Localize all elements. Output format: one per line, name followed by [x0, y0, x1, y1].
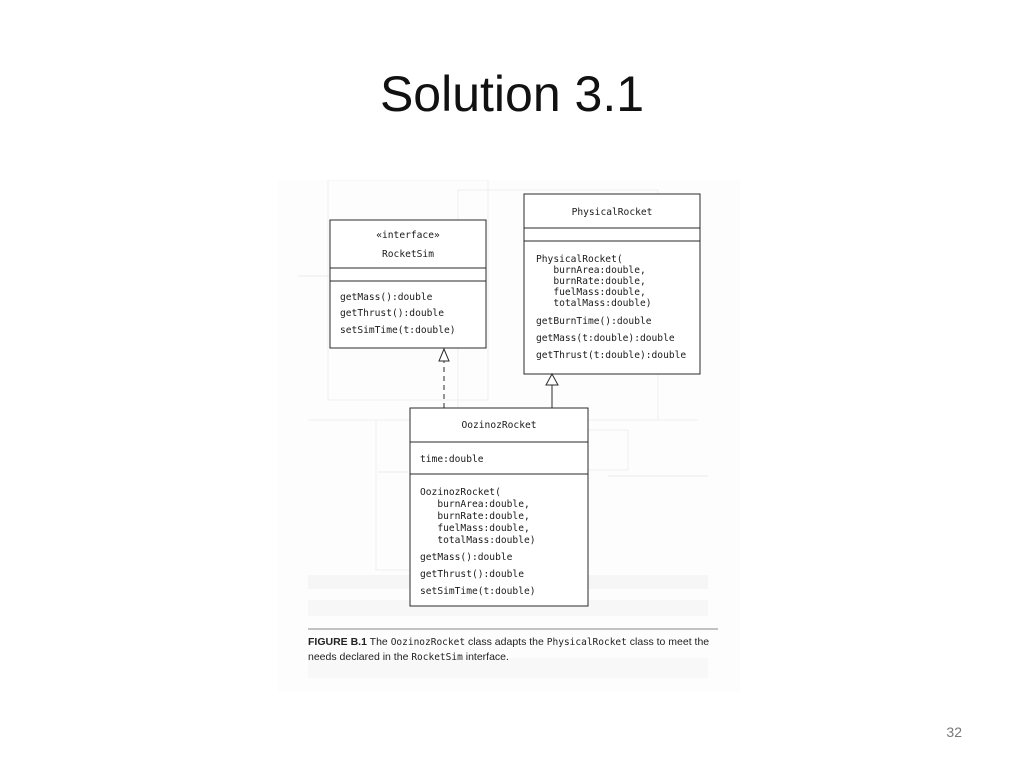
oozinoz-rocket-attribute: time:double: [420, 454, 484, 465]
oozinoz-rocket-member: getMass():double: [420, 552, 513, 563]
oozinoz-rocket-member: setSimTime(t:double): [420, 586, 536, 597]
rocket-sim-method: getThrust():double: [340, 308, 444, 319]
physical-rocket-member: getThrust(t:double):double: [536, 350, 686, 361]
generalization-arrow: [545, 372, 559, 408]
oozinoz-rocket-member: burnRate:double,: [420, 511, 530, 522]
rocket-sim-interface-box: «interface» RocketSim getMass():double g…: [329, 219, 487, 349]
oozinoz-rocket-name: OozinozRocket: [461, 420, 536, 431]
slide-title: Solution 3.1: [379, 66, 645, 122]
realization-arrow: [438, 347, 450, 408]
figure-label: FIGURE B.1: [308, 636, 367, 648]
physical-rocket-member: burnRate:double,: [536, 276, 646, 287]
oozinoz-rocket-member: totalMass:double): [420, 535, 536, 546]
oozinoz-rocket-class-box: OozinozRocket time:double OozinozRocket(…: [409, 407, 589, 607]
rocket-sim-method: setSimTime(t:double): [340, 325, 456, 336]
physical-rocket-member: totalMass:double): [536, 298, 652, 309]
caption-text: The: [369, 636, 388, 648]
rocket-sim-method: getMass():double: [340, 292, 433, 303]
physical-rocket-member: getBurnTime():double: [536, 316, 652, 327]
caption-text: class to meet the needs declared in the: [308, 636, 710, 663]
page-number: 32: [946, 724, 962, 740]
caption-text: interface.: [465, 651, 509, 663]
physical-rocket-member: fuelMass:double,: [536, 287, 646, 298]
caption-code: OozinozRocket: [390, 637, 466, 648]
physical-rocket-member: burnArea:double,: [536, 265, 646, 276]
caption-text: class adapts the: [467, 636, 544, 648]
oozinoz-rocket-member: getThrust():double: [420, 569, 524, 580]
caption-code: PhysicalRocket: [546, 637, 627, 648]
physical-rocket-name: PhysicalRocket: [572, 207, 653, 218]
physical-rocket-member: PhysicalRocket(: [536, 254, 623, 265]
oozinoz-rocket-member: OozinozRocket(: [420, 487, 501, 498]
oozinoz-rocket-member: burnArea:double,: [420, 499, 530, 510]
oozinoz-rocket-member: fuelMass:double,: [420, 523, 530, 534]
physical-rocket-class-box: PhysicalRocket PhysicalRocket( burnArea:…: [523, 193, 701, 375]
physical-rocket-member: getMass(t:double):double: [536, 333, 675, 344]
scanned-figure: «interface» RocketSim getMass():double g…: [278, 180, 740, 692]
figure-caption: FIGURE B.1 The OozinozRocket class adapt…: [308, 635, 728, 665]
caption-code: RocketSim: [411, 652, 463, 663]
rocket-sim-name: RocketSim: [382, 249, 434, 260]
uml-class-diagram: «interface» RocketSim getMass():double g…: [298, 180, 718, 678]
bleed-through-text: [298, 180, 708, 678]
rocket-sim-stereotype: «interface»: [376, 230, 440, 241]
